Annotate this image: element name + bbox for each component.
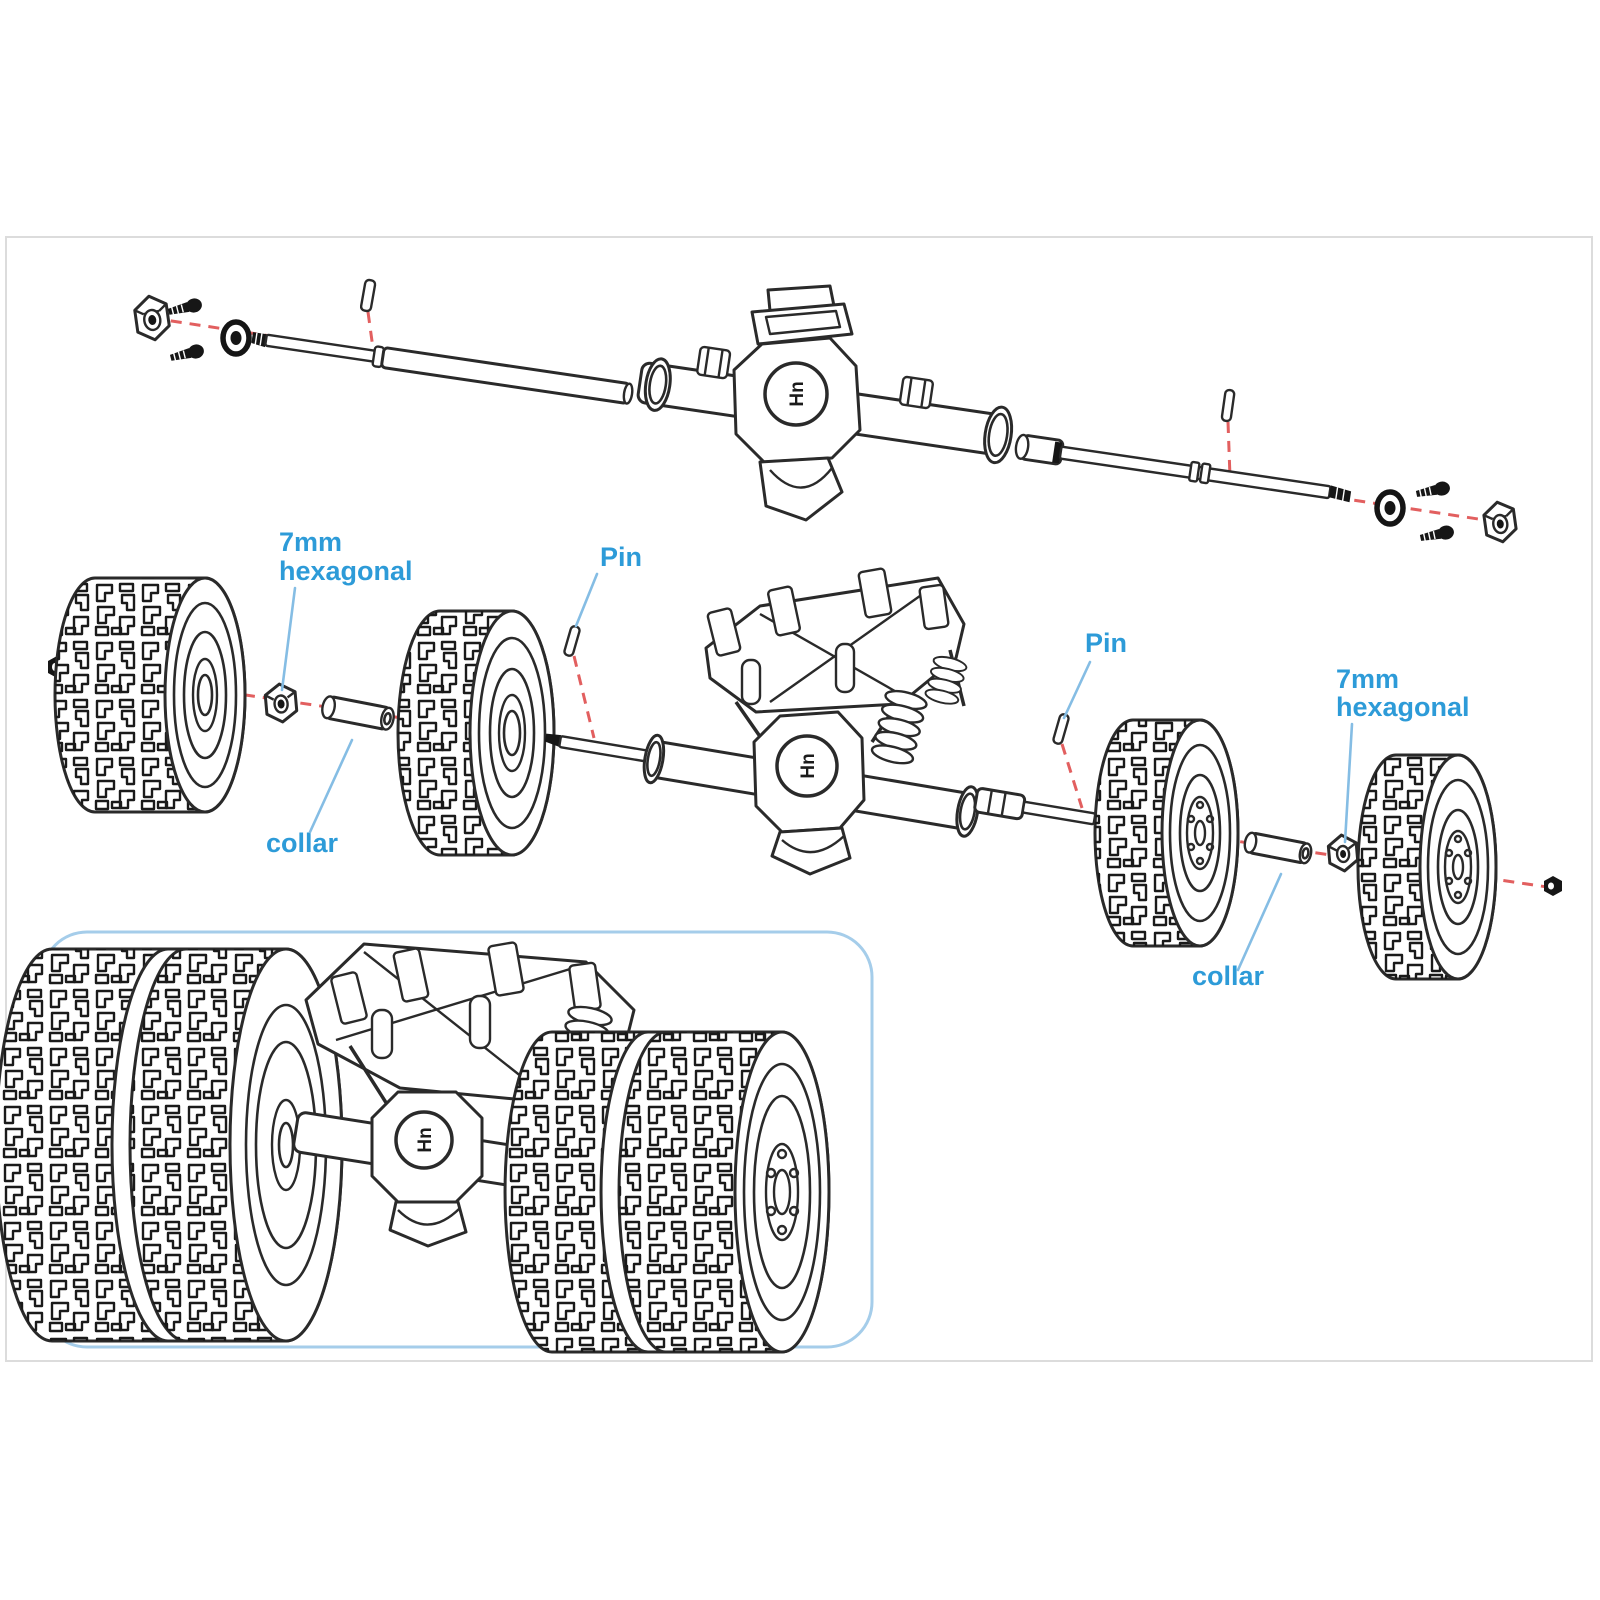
label-pin-right: Pin — [1085, 628, 1127, 658]
label-hex-left-line2: hexagonal — [279, 556, 413, 586]
screw-top-left-2 — [169, 344, 204, 361]
leader-pin-left — [574, 572, 599, 628]
axle-assembly-middle: Hn — [642, 567, 980, 876]
callouts: 7mm hexagonal Pin collar Pin 7mm hexagon… — [266, 527, 1470, 991]
wheel-nut-right — [1482, 500, 1518, 544]
coil-spring-middle-rear — [924, 655, 968, 705]
wheel-row-exploded-view: Hn — [48, 527, 1562, 991]
label-collar-right: collar — [1192, 961, 1265, 991]
axle-shaft-left — [251, 332, 634, 405]
diff-cover-middle — [775, 734, 839, 798]
leader-collar-right — [1236, 872, 1283, 972]
wheel-nut-left — [133, 294, 171, 342]
screw-top-left-1 — [167, 298, 202, 315]
drive-pin-top-left — [359, 278, 377, 313]
assembled-view-inset: Hn — [0, 930, 874, 1354]
leader-hex-right — [1343, 722, 1354, 844]
wheel-hub — [1443, 829, 1473, 905]
wheel-front-outer — [53, 576, 247, 814]
bearing-right — [1374, 489, 1406, 527]
axle-housing-top: Hn — [636, 284, 1014, 522]
centerline-pin-top-right — [1226, 421, 1232, 478]
drive-pin-top-right — [1220, 388, 1236, 423]
axle-nut-far-right — [1544, 876, 1562, 896]
diff-cover-top — [763, 361, 829, 427]
spring-perch-right — [898, 375, 934, 410]
collar-left — [321, 695, 395, 731]
diff-lower-guard — [758, 456, 844, 522]
collar-right — [1243, 831, 1313, 865]
wheel-hub — [1185, 795, 1215, 871]
spring-perch-left — [696, 345, 732, 380]
leader-collar-left — [308, 738, 354, 834]
hub-bore — [497, 693, 527, 773]
coil-spring-middle — [870, 689, 928, 765]
wheel-front-inner — [396, 609, 556, 857]
label-collar-left: collar — [266, 828, 339, 858]
dual-wheel-left — [0, 947, 344, 1343]
dual-wheel-right — [503, 1030, 831, 1354]
leader-hex-left — [280, 586, 297, 692]
label-hex-right-line2: hexagonal — [1336, 692, 1470, 722]
hex-nut-7mm-left — [263, 682, 299, 724]
leader-pin-right — [1062, 660, 1092, 720]
inset-diff: Hn — [370, 1090, 484, 1248]
hex-nut-7mm-right — [1326, 833, 1360, 873]
wheel-hub — [764, 1142, 800, 1242]
bearing-left — [220, 319, 252, 357]
wheel-rear-inner — [1093, 718, 1240, 948]
hn-logo: Hn — [787, 381, 808, 406]
hub-bore — [191, 657, 219, 733]
centerline-pin-left — [572, 655, 596, 739]
label-hex-right-line1: 7mm — [1336, 664, 1399, 694]
label-hex-left-line1: 7mm — [279, 527, 342, 557]
top-axle-exploded-view: Hn — [133, 278, 1518, 544]
diff-cover-inset — [394, 1110, 454, 1170]
wheel-rear-outer — [1356, 753, 1498, 981]
drive-shaft-top-right — [1014, 433, 1352, 503]
screw-top-right-2 — [1419, 525, 1454, 542]
hn-logo: Hn — [415, 1127, 436, 1152]
hn-logo: Hn — [798, 753, 819, 778]
screw-top-right-1 — [1415, 481, 1450, 498]
label-pin-left: Pin — [600, 542, 642, 572]
suspension-bracket-middle — [704, 567, 966, 749]
